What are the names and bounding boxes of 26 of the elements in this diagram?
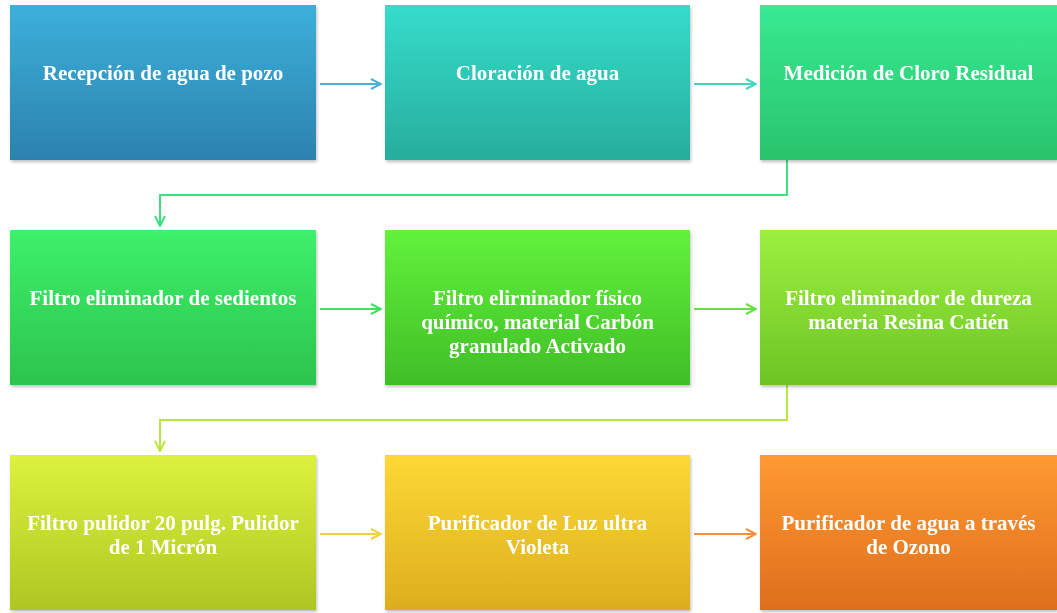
- step-label: Cloración de agua: [455, 61, 620, 85]
- process-box: [760, 230, 1057, 385]
- arrow: [154, 384, 788, 452]
- process-box: [760, 455, 1057, 610]
- process-box: [385, 455, 690, 610]
- process-box: [10, 455, 316, 610]
- process-box: [385, 5, 690, 160]
- step-label: Purificador de agua a través de Ozono: [780, 511, 1037, 559]
- arrow: [693, 303, 757, 315]
- process-box: [10, 230, 316, 385]
- step-label: Filtro elirninador físico químico, material Carbón granulado Activado: [420, 286, 655, 358]
- step-label: Filtro eliminador de sedientos: [29, 286, 297, 310]
- step-label: Recepción de agua de pozo: [42, 61, 284, 85]
- process-box: [10, 5, 316, 160]
- step-label: Filtro pulidor 20 pulg. Pulidor de 1 Micrón: [26, 511, 300, 559]
- arrow: [154, 159, 788, 227]
- step-label: Filtro eliminador de dureza materia Resina Catién: [784, 286, 1033, 334]
- arrow: [319, 303, 382, 315]
- arrow: [693, 78, 757, 90]
- arrow: [693, 528, 757, 540]
- process-box: [760, 5, 1057, 160]
- arrow: [319, 78, 382, 90]
- process-box: [385, 230, 690, 385]
- step-label: Purificador de Luz ultra Violeta: [426, 511, 649, 559]
- step-label: Medición de Cloro Residual: [783, 61, 1034, 85]
- arrow: [319, 528, 382, 540]
